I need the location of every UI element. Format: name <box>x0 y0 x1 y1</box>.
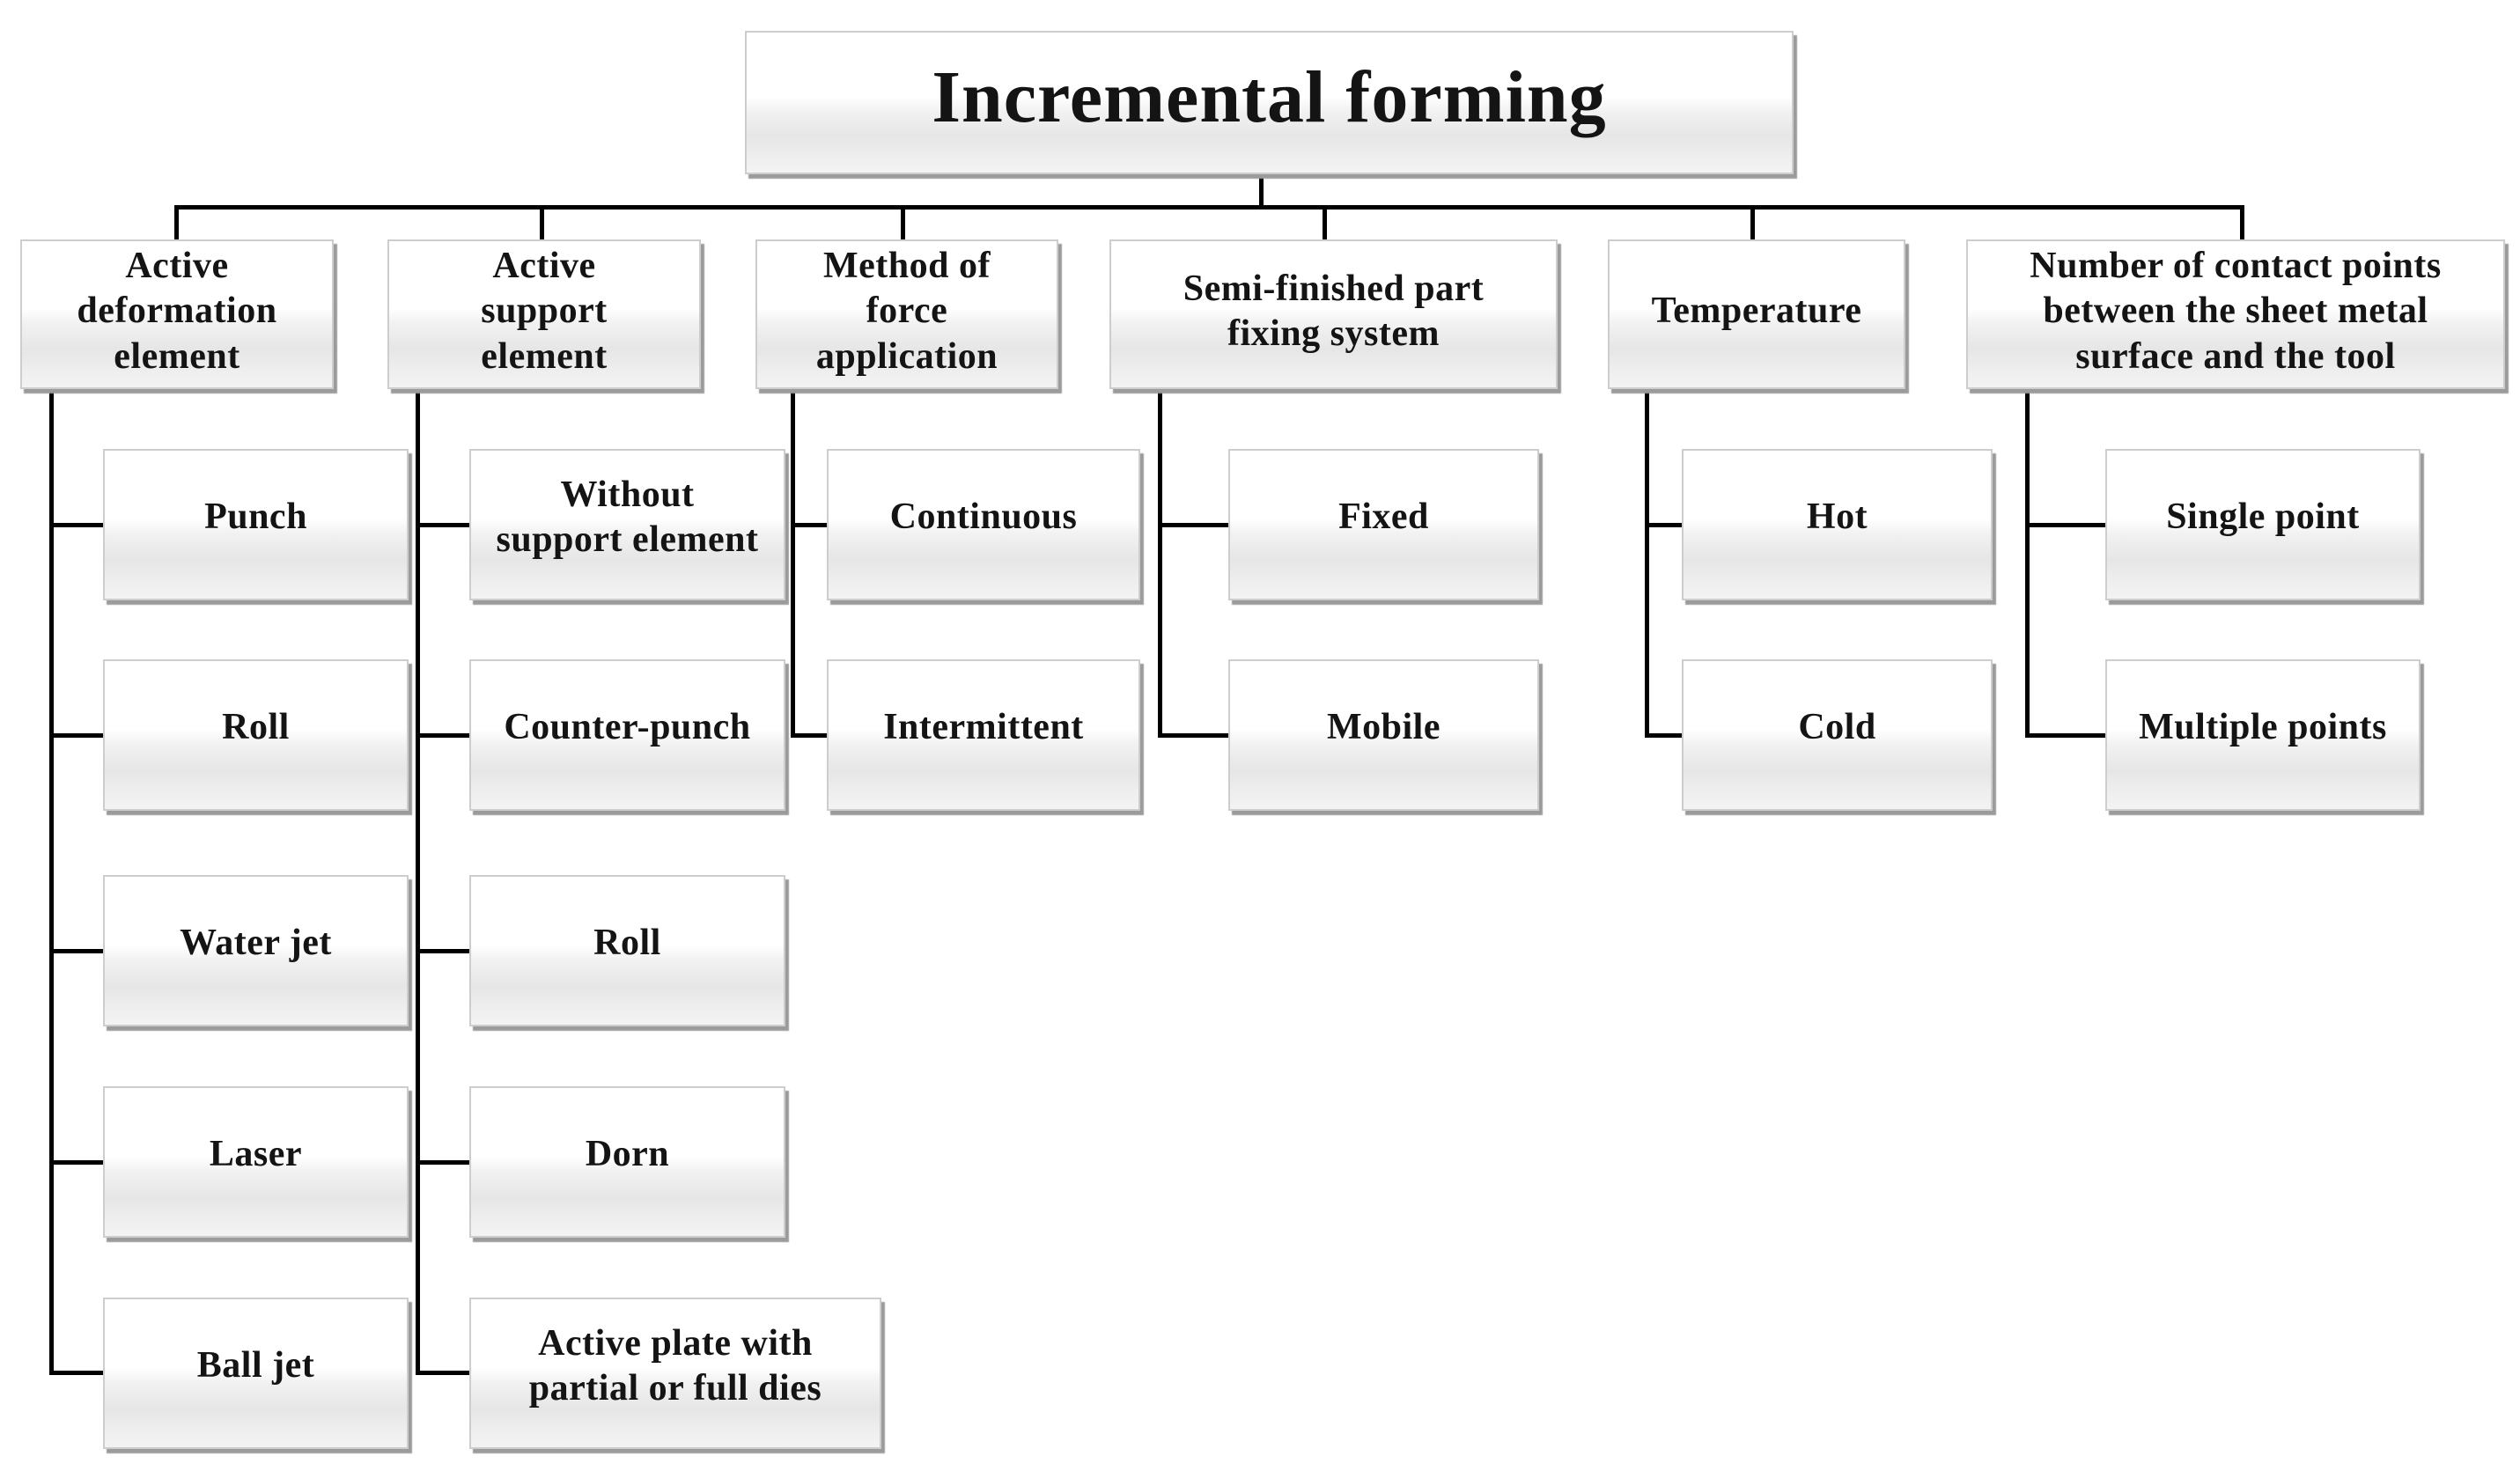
node-multiple-points: Multiple points <box>2105 659 2421 811</box>
connector-drop-col2 <box>540 208 544 241</box>
connector-stub-col1-row1 <box>49 523 106 527</box>
header-active-deformation-element: Active deformation element <box>20 239 334 389</box>
connector-drop-col3 <box>901 208 905 241</box>
connector-stub-col2-row2 <box>416 733 469 738</box>
header-label: Method of force application <box>815 246 998 377</box>
root-node-label: Incremental forming <box>932 56 1607 139</box>
connector-stub-col2-row4 <box>416 1160 469 1165</box>
root-node: Incremental forming <box>745 31 1794 174</box>
node-single-point: Single point <box>2105 449 2421 600</box>
child-label: Without support element <box>496 474 759 560</box>
node-dorn: Dorn <box>469 1086 785 1238</box>
connector-drop-col5 <box>1750 208 1755 241</box>
connector-drop-col4 <box>1323 208 1327 241</box>
header-label: Active support element <box>481 246 608 377</box>
connector-stub-col5-row2 <box>1645 733 1684 738</box>
child-label: Laser <box>209 1134 303 1175</box>
node-cold: Cold <box>1682 659 1993 811</box>
node-continuous: Continuous <box>827 449 1140 600</box>
header-label: Temperature <box>1651 291 1862 332</box>
header-method-of-force-application: Method of force application <box>755 239 1058 389</box>
header-label: Semi-finished part fixing system <box>1183 268 1485 354</box>
connector-stub-col1-row3 <box>49 949 106 953</box>
child-label: Mobile <box>1327 707 1441 748</box>
connector-stub-col1-row2 <box>49 733 106 738</box>
node-without-support-element: Without support element <box>469 449 785 600</box>
child-label: Multiple points <box>2139 707 2387 748</box>
child-label: Counter-punch <box>504 707 751 748</box>
child-label: Cold <box>1798 707 1876 748</box>
header-label: Active deformation element <box>77 246 277 377</box>
header-temperature: Temperature <box>1608 239 1905 389</box>
node-water-jet: Water jet <box>103 875 409 1026</box>
child-label: Fixed <box>1338 496 1429 538</box>
header-label: Number of contact points between the she… <box>2030 246 2442 377</box>
connector-stub-col1-row4 <box>49 1160 106 1165</box>
connector-stub-col2-row1 <box>416 523 469 527</box>
node-hot: Hot <box>1682 449 1993 600</box>
connector-stub-col5-row1 <box>1645 523 1684 527</box>
child-label: Single point <box>2166 496 2360 538</box>
connector-spine-col5 <box>1645 387 1649 738</box>
node-counter-punch: Counter-punch <box>469 659 785 811</box>
connector-spine-col6 <box>2025 387 2030 738</box>
child-label: Roll <box>593 923 661 964</box>
connector-title-drop <box>1259 174 1264 210</box>
connector-spine-col2 <box>416 387 420 1375</box>
connector-spine-col4 <box>1158 387 1162 738</box>
connector-stub-col2-row5 <box>416 1371 469 1375</box>
connector-drop-col6 <box>2240 208 2244 241</box>
child-label: Intermittent <box>883 707 1084 748</box>
connector-stub-col6-row2 <box>2025 733 2107 738</box>
node-active-plate: Active plate with partial or full dies <box>469 1298 881 1449</box>
connector-spine-col1 <box>49 387 54 1375</box>
connector-stub-col1-row5 <box>49 1371 106 1375</box>
node-laser: Laser <box>103 1086 409 1238</box>
header-semi-finished-part-fixing-system: Semi-finished part fixing system <box>1109 239 1558 389</box>
header-number-of-contact-points: Number of contact points between the she… <box>1966 239 2505 389</box>
child-label: Hot <box>1806 496 1868 538</box>
connector-trunk <box>174 205 2244 210</box>
connector-spine-col3 <box>791 387 795 738</box>
connector-stub-col2-row3 <box>416 949 469 953</box>
node-fixed: Fixed <box>1228 449 1539 600</box>
node-roll-deformation: Roll <box>103 659 409 811</box>
child-label: Roll <box>222 707 290 748</box>
node-punch: Punch <box>103 449 409 600</box>
child-label: Punch <box>204 496 307 538</box>
connector-stub-col6-row1 <box>2025 523 2107 527</box>
connector-stub-col4-row2 <box>1158 733 1231 738</box>
node-roll-support: Roll <box>469 875 785 1026</box>
child-label: Continuous <box>889 496 1078 538</box>
header-active-support-element: Active support element <box>387 239 701 389</box>
connector-stub-col4-row1 <box>1158 523 1231 527</box>
node-intermittent: Intermittent <box>827 659 1140 811</box>
connector-drop-col1 <box>174 208 179 241</box>
child-label: Active plate with partial or full dies <box>528 1322 822 1408</box>
child-label: Ball jet <box>196 1345 315 1386</box>
node-ball-jet: Ball jet <box>103 1298 409 1449</box>
connector-stub-col3-row2 <box>791 733 829 738</box>
connector-stub-col3-row1 <box>791 523 829 527</box>
child-label: Dorn <box>585 1134 670 1175</box>
node-mobile: Mobile <box>1228 659 1539 811</box>
child-label: Water jet <box>180 923 332 964</box>
